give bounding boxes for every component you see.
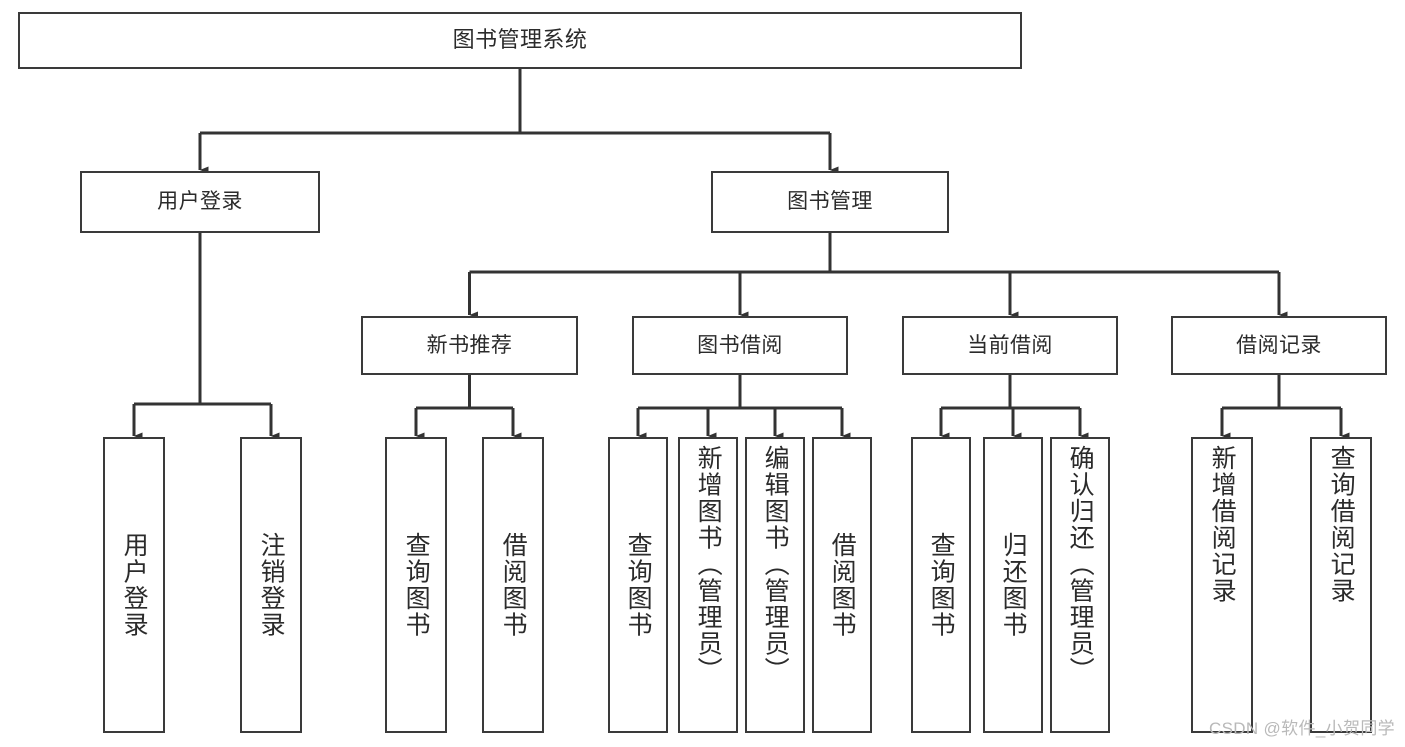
node-label: 查询图书 [624,532,653,638]
node-leaf-10[interactable]: 归还图书 [983,437,1043,733]
node-leaf-6[interactable]: 新增图书（管理员） [678,437,738,733]
node-leaf-8[interactable]: 借阅图书 [812,437,872,733]
node-label: 当前借阅 [967,333,1053,357]
node-label: 新增借阅记录 [1208,445,1237,604]
node-label: 新增图书（管理员） [694,445,723,684]
node-leaf-2[interactable]: 注销登录 [240,437,302,733]
node-leaf-9[interactable]: 查询图书 [911,437,971,733]
node-label: 借阅记录 [1236,333,1322,357]
node-label: 查询图书 [927,532,956,638]
node-label: 图书管理系统 [452,27,588,53]
node-label: 编辑图书（管理员） [761,445,790,684]
node-label: 归还图书 [999,532,1028,638]
node-borrow[interactable]: 图书借阅 [632,316,848,375]
node-leaf-4[interactable]: 借阅图书 [482,437,544,733]
node-leaf-11[interactable]: 确认归还（管理员） [1050,437,1110,733]
node-leaf-5[interactable]: 查询图书 [608,437,668,733]
node-leaf-13[interactable]: 查询借阅记录 [1310,437,1372,733]
node-label: 新书推荐 [426,333,513,357]
node-root[interactable]: 图书管理系统 [18,12,1022,69]
node-label: 用户登录 [120,532,149,638]
node-leaf-7[interactable]: 编辑图书（管理员） [745,437,805,733]
node-label: 确认归还（管理员） [1066,445,1095,684]
node-leaf-1[interactable]: 用户登录 [103,437,165,733]
edges-group [132,69,1350,440]
node-label: 借阅图书 [499,532,528,638]
node-current[interactable]: 当前借阅 [902,316,1118,375]
node-label: 借阅图书 [828,532,857,638]
watermark-text: CSDN @软件_小贺同学 [1208,719,1395,738]
node-label: 查询借阅记录 [1327,445,1356,604]
node-label: 注销登录 [257,532,286,638]
node-label: 用户登录 [157,190,243,214]
node-leaf-12[interactable]: 新增借阅记录 [1191,437,1253,733]
node-label: 图书借阅 [697,333,783,357]
node-login[interactable]: 用户登录 [80,171,320,233]
node-newbook[interactable]: 新书推荐 [361,316,578,375]
node-records[interactable]: 借阅记录 [1171,316,1387,375]
node-bookmgmt[interactable]: 图书管理 [711,171,949,233]
node-leaf-3[interactable]: 查询图书 [385,437,447,733]
node-label: 查询图书 [402,532,431,638]
node-label: 图书管理 [787,190,873,214]
